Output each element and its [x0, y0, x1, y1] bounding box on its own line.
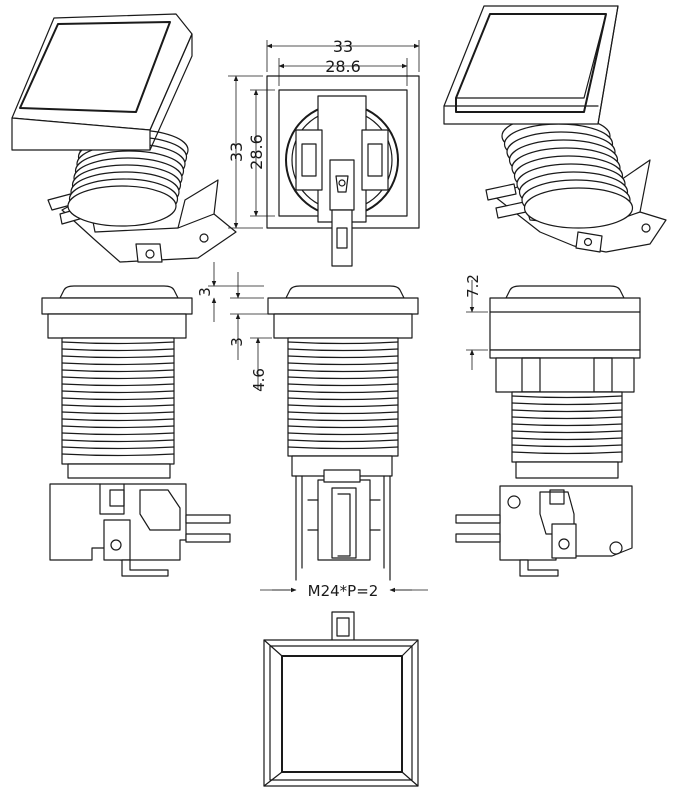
- thread-ring: [523, 187, 634, 229]
- thread-ridge: [61, 397, 175, 401]
- thread-ridge: [61, 390, 175, 394]
- thread-ridge: [287, 439, 399, 443]
- thread-ridge: [61, 348, 175, 352]
- thread-ridge: [61, 425, 175, 429]
- thread-ridge: [287, 418, 399, 422]
- thread-ridge: [287, 432, 399, 436]
- thread-ridge: [287, 348, 399, 352]
- thread-ridge: [61, 362, 175, 366]
- dim-outer-width: 33: [333, 37, 353, 56]
- thread-ridge: [287, 425, 399, 429]
- dim-side-height: 7.2: [464, 274, 482, 298]
- thread-ridge: [511, 402, 623, 406]
- thread-ridge: [287, 355, 399, 359]
- thread-ridge: [61, 404, 175, 408]
- dim-bezel-height: 3: [228, 337, 246, 347]
- isometric-view-right: [443, 5, 667, 253]
- thread-ridge: [511, 444, 623, 448]
- thread-ridge: [287, 397, 399, 401]
- thread-ridge: [511, 395, 623, 399]
- thread-ridge: [511, 430, 623, 434]
- front-view: 33 28.6 33 28.6: [227, 37, 420, 267]
- thread-ridge: [61, 453, 175, 457]
- side-view-left: [41, 285, 231, 577]
- thread-ridge: [287, 369, 399, 373]
- thread-ridge: [61, 411, 175, 415]
- dim-thread: M24*P=2: [308, 582, 379, 600]
- thread-ridge: [61, 439, 175, 443]
- thread-ridge: [511, 409, 623, 413]
- thread-ridge: [61, 432, 175, 436]
- top-view: [263, 611, 419, 787]
- thread-ridge: [511, 423, 623, 427]
- dim-bezel-offset: 4.6: [250, 368, 268, 392]
- isometric-view-left: [11, 13, 237, 263]
- thread-ridge: [61, 369, 175, 373]
- thread-ridge: [511, 451, 623, 455]
- thread-ridge: [511, 416, 623, 420]
- dim-inner-height: 28.6: [247, 134, 266, 170]
- thread-ridge: [287, 404, 399, 408]
- thread-ring: [67, 185, 177, 227]
- thread-ridge: [61, 418, 175, 422]
- thread-ridge: [511, 437, 623, 441]
- thread-ridge: [287, 376, 399, 380]
- dim-outer-height: 33: [227, 142, 246, 162]
- thread-ridge: [61, 376, 175, 380]
- thread-ridge: [287, 341, 399, 345]
- side-view-center: 3 3 4.6 M24*P=2: [196, 262, 428, 600]
- thread-ridge: [61, 355, 175, 359]
- dim-inner-width: 28.6: [325, 57, 361, 76]
- side-view-right: 7.2: [455, 274, 641, 577]
- thread-ridge: [287, 390, 399, 394]
- thread-ridge: [287, 446, 399, 450]
- thread-ridge: [61, 383, 175, 387]
- thread-ridge: [61, 446, 175, 450]
- dim-cap-height: 3: [196, 287, 214, 297]
- thread-ridge: [287, 383, 399, 387]
- thread-ridge: [61, 341, 175, 345]
- thread-ridge: [287, 411, 399, 415]
- thread-ridge: [287, 362, 399, 366]
